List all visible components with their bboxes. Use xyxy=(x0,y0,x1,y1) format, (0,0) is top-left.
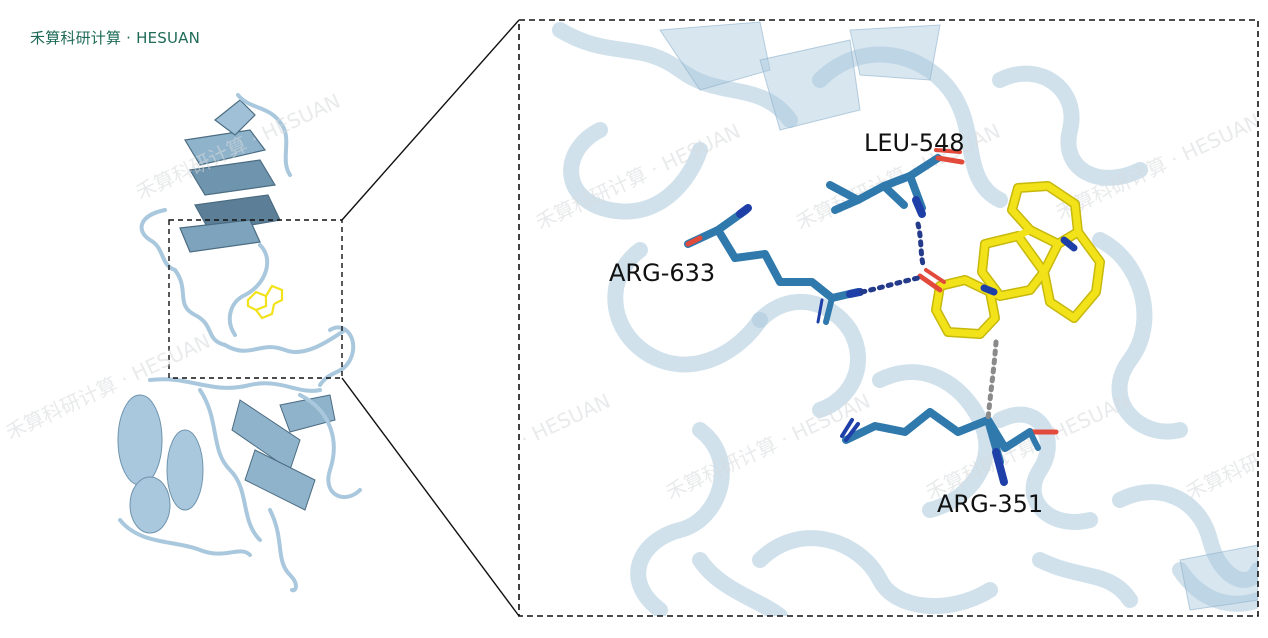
selection-box xyxy=(168,219,343,379)
residue-arg351 xyxy=(840,408,1059,486)
hbond-leu548 xyxy=(915,221,927,271)
upper-loops xyxy=(139,93,347,354)
lower-domain xyxy=(117,394,204,534)
upper-beta-domain xyxy=(179,99,281,253)
brand-label: 禾算科研计算 · HESUAN xyxy=(30,29,201,47)
connector-bottom xyxy=(341,377,520,617)
overview-protein xyxy=(117,93,362,593)
residue-arg633 xyxy=(684,204,864,325)
connector-top xyxy=(341,19,520,221)
hbond-arg633 xyxy=(859,275,921,295)
hydrophobic-arg351 xyxy=(985,339,999,423)
lower-sheets xyxy=(231,394,336,511)
residue-leu548 xyxy=(826,148,965,218)
ligand xyxy=(917,181,1105,339)
label-leu548: LEU-548 xyxy=(864,129,965,157)
watermark-9: 禾算科研计算 · HESUAN xyxy=(2,329,214,445)
watermark-left: 禾算科研计算 · HESUAN 禾算科研计算 · HESUAN xyxy=(2,89,344,445)
label-arg351: ARG-351 xyxy=(937,490,1043,518)
zoom-panel: 禾算科研计算 · HESUAN 禾算科研计算 · HESUAN 禾算科研计算 ·… xyxy=(519,20,1258,616)
zoom-frame xyxy=(518,19,1259,617)
label-arg633: ARG-633 xyxy=(609,259,715,287)
overview-ligand xyxy=(246,284,284,320)
lower-loops xyxy=(118,325,362,593)
sheet-fragments xyxy=(659,21,1258,611)
interactions xyxy=(859,221,999,423)
